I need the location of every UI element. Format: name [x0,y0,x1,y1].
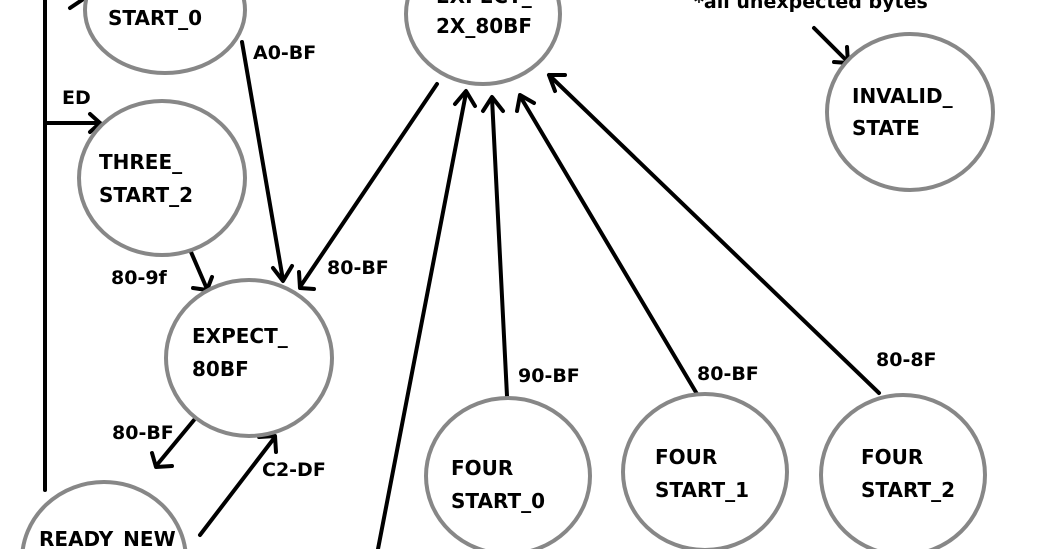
edge-label-80-bf-upper: 80-BF [327,257,389,279]
arrowhead-icon [547,73,567,93]
edge-label-a0-bf: A0-BF [253,42,316,64]
state-four-start-1: FOUR START_1 [621,392,789,549]
state-four-start-0: FOUR START_0 [424,396,592,549]
arrowhead-icon [271,264,294,283]
state-three-start-2-line1: THREE_ [99,150,182,174]
edge-label-90-bf: 90-BF [518,365,580,387]
state-start-0: START_0 [83,0,247,75]
state-invalid-line2: STATE [852,116,920,140]
state-four-start-1-line1: FOUR [655,445,717,469]
state-invalid-line1: INVALID_ [852,84,953,108]
edge-label-unexpected-bytes: *all unexpected bytes [694,0,928,13]
edge-label-80-8f: 80-8F [876,349,937,371]
state-four-start-2: FOUR START_2 [819,393,987,549]
edge-four-start-2-to-expect-2x [547,73,881,395]
edge-four-start-1-to-expect-2x [515,93,699,396]
arrowhead-icon [88,112,102,134]
edge-bottom-to-expect-2x [376,89,477,549]
state-three-start-2: THREE_ START_2 [77,99,247,257]
state-expect-80bf-line2: 80BF [192,357,249,381]
state-four-start-2-line2: START_2 [861,478,955,502]
state-ready-new-label: READY_NEW [39,527,176,549]
state-expect-2x-80bf-line1: EXPECT_ [436,0,532,8]
edge-label-80-bf-lower: 80-BF [112,422,174,444]
edge-label-c2-df: C2-DF [262,459,326,481]
state-ready-new: READY_NEW [20,480,188,549]
state-invalid: INVALID_ STATE [825,32,995,192]
state-four-start-0-line2: START_0 [451,489,545,513]
state-expect-80bf-line1: EXPECT_ [192,324,288,348]
edge-three-start-2-to-expect-80bf [189,250,214,292]
arrowhead-icon [515,93,536,113]
state-four-start-0-line1: FOUR [451,456,513,480]
edge-unexpected-to-invalid [812,26,850,65]
state-expect-2x-80bf-line2: 2X_80BF [436,14,532,38]
edge-ready-new-to-expect-80bf [198,434,278,537]
arrowhead-icon [150,451,174,469]
state-expect-80bf: EXPECT_ 80BF [164,278,334,438]
edge-four-start-0-to-expect-2x [481,95,509,398]
edge-label-80-bf-four-1: 80-BF [697,363,759,385]
edge-ready-to-three-start-2 [43,112,102,134]
state-four-start-2-line1: FOUR [861,445,923,469]
edge-expect-80bf-to-ready-new [150,418,196,469]
edge-ready-to-start-0 [68,0,84,10]
arrowhead-icon [481,95,505,113]
state-start-0-label: START_0 [108,6,202,30]
arrowhead-icon [453,89,477,108]
state-three-start-2-line2: START_2 [99,183,193,207]
arrowhead-icon [297,270,316,291]
edge-start-0-to-expect-80bf [240,40,294,283]
edge-label-ed: ED [62,87,91,109]
edge-label-80-9f: 80-9f [111,267,168,289]
state-four-start-1-line2: START_1 [655,478,749,502]
edge-expect-2x-to-expect-80bf [297,82,439,291]
state-expect-2x-80bf: EXPECT_ 2X_80BF [404,0,562,86]
